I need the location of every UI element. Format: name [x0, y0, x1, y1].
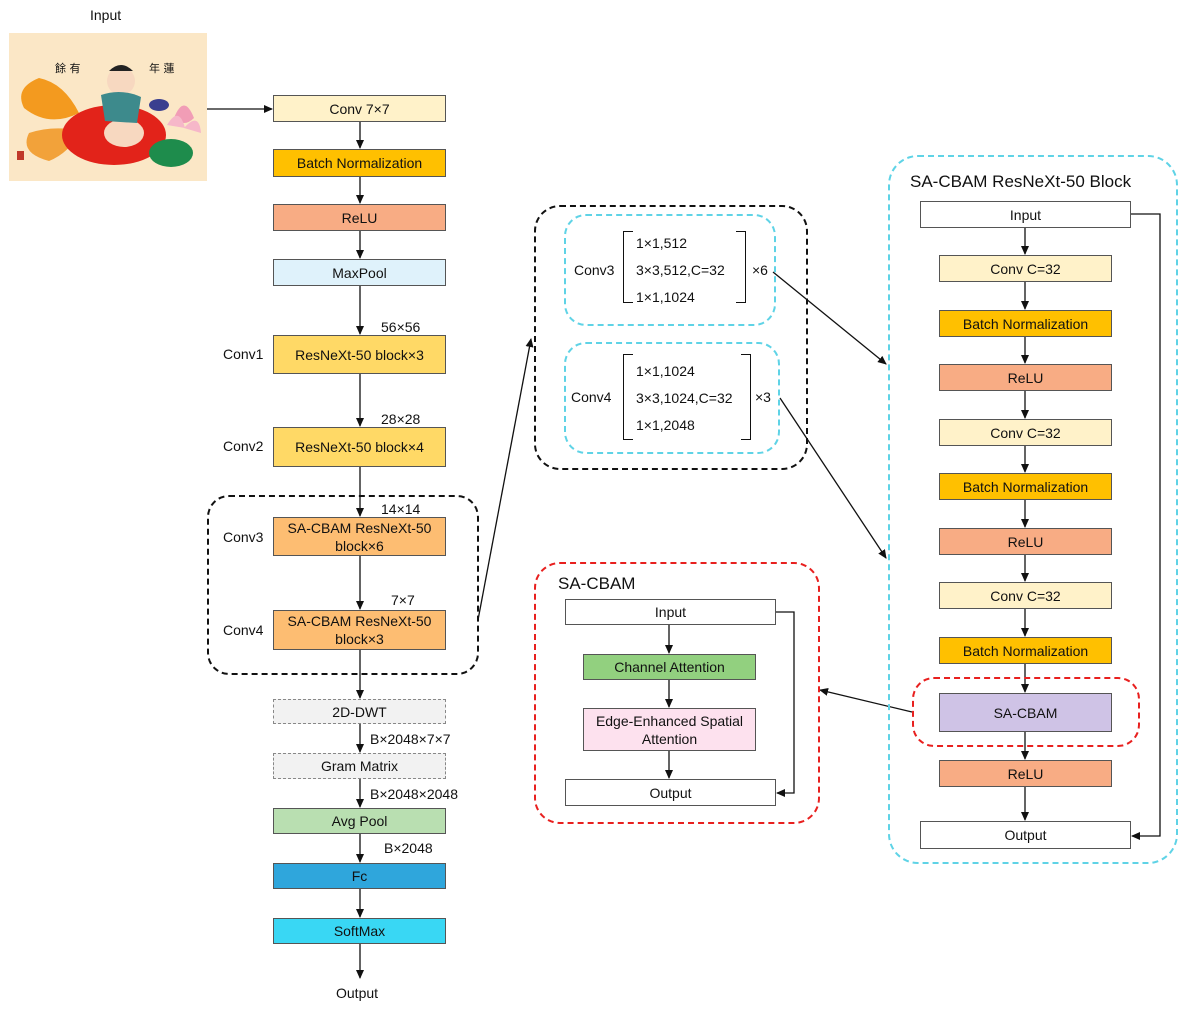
block-sacbam-box: SA-CBAM: [939, 693, 1112, 732]
input-title: Input: [90, 7, 122, 23]
gram-matrix-box: Gram Matrix: [273, 753, 446, 779]
block-conv-b: Conv C=32: [939, 419, 1112, 446]
conv3-label: Conv3: [223, 529, 264, 545]
spatial-attention-box: Edge-Enhanced Spatial Attention: [583, 708, 756, 751]
sacbam-input-box: Input: [565, 599, 776, 625]
block-conv-c: Conv C=32: [939, 582, 1112, 609]
image-caption-right: 年 蓮: [149, 62, 175, 75]
conv4-row-3: 1×1,2048: [636, 417, 695, 433]
conv1-label: Conv1: [223, 346, 264, 362]
block-conv-a: Conv C=32: [939, 255, 1112, 282]
size-56: 56×56: [381, 319, 421, 335]
conv1-box: ResNeXt-50 block×3: [273, 335, 446, 374]
conv4-detail-label: Conv4: [571, 389, 612, 405]
painting-illustration: [17, 65, 201, 167]
size-b2048x7x7: B×2048×7×7: [370, 731, 451, 747]
conv3-row-3: 1×1,1024: [636, 289, 695, 305]
resnext-block-title: SA-CBAM ResNeXt-50 Block: [910, 172, 1132, 191]
block-bn-a: Batch Normalization: [939, 310, 1112, 337]
conv3-row-1: 1×1,512: [636, 235, 687, 251]
block-relu-c: ReLU: [939, 760, 1112, 787]
input-image: 餘 有 年 蓮: [9, 33, 207, 181]
block-input-box: Input: [920, 201, 1131, 228]
softmax-box: SoftMax: [273, 918, 446, 944]
conv3-box: SA-CBAM ResNeXt-50 block×6: [273, 517, 446, 556]
sacbam-output-box: Output: [565, 779, 776, 806]
conv3-detail-label: Conv3: [574, 262, 615, 278]
fc-box: Fc: [273, 863, 446, 889]
conv4-row-2: 3×3,1024,C=32: [636, 390, 733, 406]
block-output-box: Output: [920, 821, 1131, 849]
stage-detail-group: [534, 205, 808, 470]
maxpool-box: MaxPool: [273, 259, 446, 286]
image-caption-left: 餘 有: [55, 62, 81, 75]
size-b2048: B×2048: [384, 840, 433, 856]
conv4-row-1: 1×1,1024: [636, 363, 695, 379]
block-relu-a: ReLU: [939, 364, 1112, 391]
size-7: 7×7: [391, 592, 415, 608]
sacbam-stages-group: [207, 495, 479, 675]
resnext-block-group: [888, 155, 1178, 864]
conv3-detail-box: [564, 214, 776, 326]
conv3-repeat: ×6: [752, 262, 768, 278]
output-label: Output: [336, 985, 379, 1001]
size-14: 14×14: [381, 501, 421, 517]
conv3-bracket-left: [623, 231, 633, 303]
batch-norm-box: Batch Normalization: [273, 149, 446, 177]
conv4-bracket-left: [623, 354, 633, 440]
block-bn-c: Batch Normalization: [939, 637, 1112, 664]
conv2-label: Conv2: [223, 438, 264, 454]
conv4-detail-box: [564, 342, 780, 454]
avgpool-box: Avg Pool: [273, 808, 446, 834]
size-28: 28×28: [381, 411, 421, 427]
block-bn-b: Batch Normalization: [939, 473, 1112, 500]
size-b2048x2048: B×2048×2048: [370, 786, 458, 802]
conv4-box: SA-CBAM ResNeXt-50 block×3: [273, 610, 446, 650]
block-sacbam-highlight: [912, 677, 1140, 747]
dwt-box: 2D-DWT: [273, 699, 446, 724]
conv2-box: ResNeXt-50 block×4: [273, 427, 446, 467]
sacbam-module-group: [534, 562, 820, 824]
conv4-bracket-right: [741, 354, 751, 440]
conv3-bracket-right: [736, 231, 746, 303]
block-relu-b: ReLU: [939, 528, 1112, 555]
sacbam-module-title: SA-CBAM: [558, 574, 636, 593]
relu-box: ReLU: [273, 204, 446, 231]
channel-attention-box: Channel Attention: [583, 654, 756, 680]
conv4-repeat: ×3: [755, 389, 771, 405]
conv7x7-box: Conv 7×7: [273, 95, 446, 122]
conv4-label: Conv4: [223, 622, 264, 638]
conv3-row-2: 3×3,512,C=32: [636, 262, 725, 278]
